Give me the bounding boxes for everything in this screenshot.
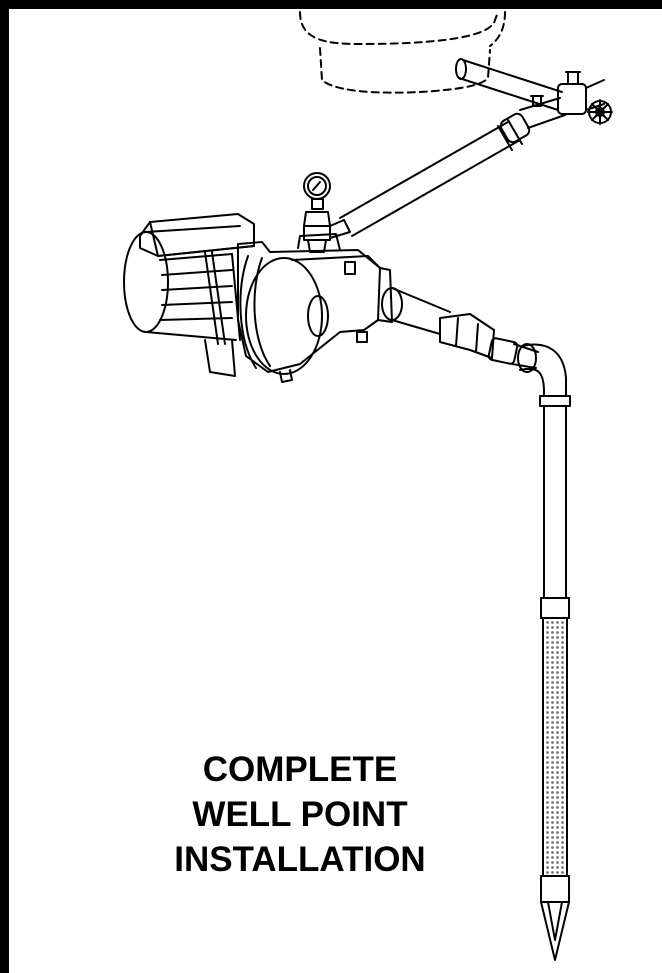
caption-line-3: INSTALLATION (174, 840, 426, 879)
elbow (517, 343, 571, 407)
pressure-gauge (303, 172, 351, 253)
suction-pipe (381, 287, 539, 369)
drive-pipe (540, 405, 570, 619)
caption-line-1: COMPLETE (202, 750, 398, 789)
caption-line-2: WELL POINT (192, 795, 408, 834)
discharge-pipe-diagonal (339, 97, 566, 237)
diagram-caption: COMPLETE WELL POINT INSTALLATION (150, 747, 450, 882)
jet-pump (237, 233, 393, 383)
well-screen (542, 617, 568, 877)
hose-bib-valve (530, 71, 613, 125)
motor (123, 213, 255, 377)
storage-tank (299, 11, 506, 94)
drive-point (540, 875, 570, 961)
